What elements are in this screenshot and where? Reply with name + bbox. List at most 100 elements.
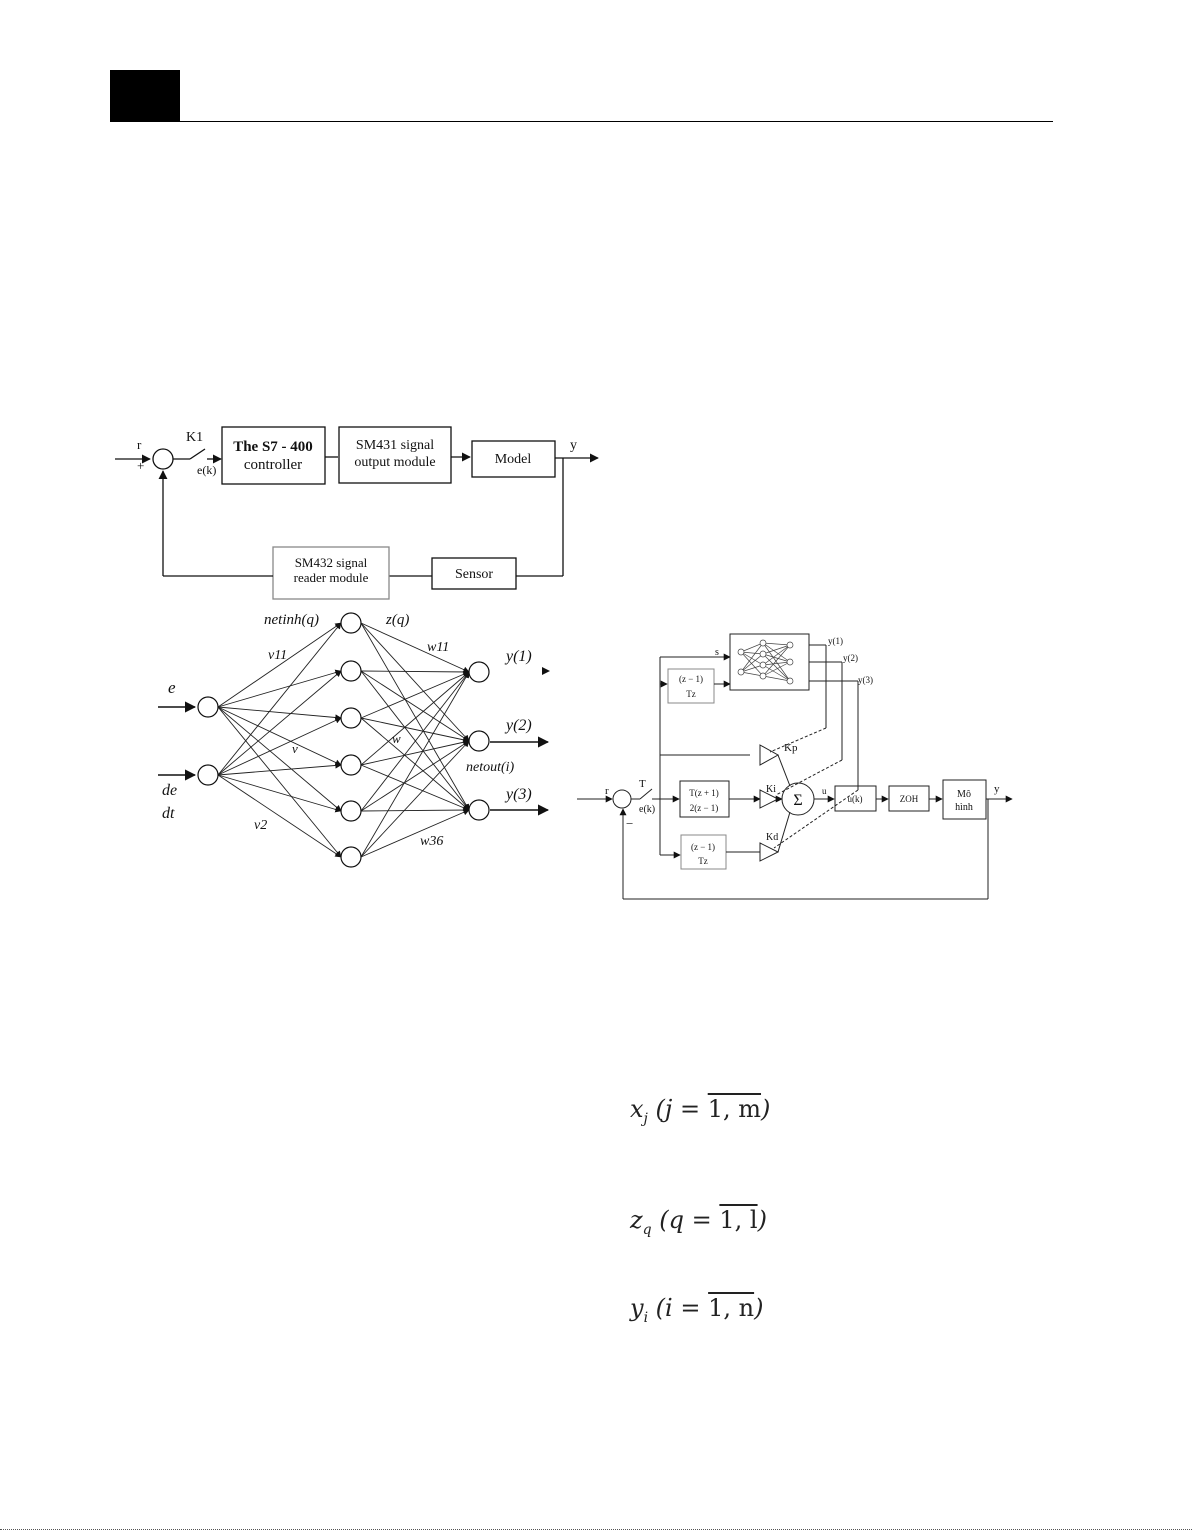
fig2-nodes [197,612,490,868]
nn-mini-connection [762,675,791,682]
nn-connection [360,671,470,719]
nn-connection [360,740,470,858]
fig1-sensor-label: Sensor [455,567,493,582]
fig2-labels: e de dt netinh(q) z(q) v11 v v2 w11 w w3… [162,612,532,849]
nn-connection [360,717,470,743]
nn-connection [217,762,342,776]
nn-connection [360,809,470,858]
fig3-diff-bottom-den: Tz [698,856,708,866]
fig3-u-label: u [822,786,827,796]
nn-mini-node [759,672,767,680]
nn-connection [360,670,470,811]
fig1-switch-label: K1 [186,430,203,445]
fig3-ki-gain [759,789,780,809]
fig3-block-diagram [577,633,1013,900]
nn-hidden-node [340,660,362,682]
fig1-output-module-block [338,426,452,484]
nn-connection [217,774,342,813]
fig3-plant-label: Mô [957,789,971,800]
equation-xj: xj (j = 1, m) [630,1095,771,1127]
nn-mini-connection [740,642,764,673]
fig3-integral-num: T(z + 1) [689,788,719,798]
fig2-netout-label: netout(i) [466,760,515,775]
fig1-reader-label-2: reader module [294,570,369,585]
nn-mini-connection [762,653,791,682]
nn-connection [217,774,342,858]
nn-hidden-node [340,846,362,868]
nn-mini-node [786,677,794,685]
equation-zq: zq (q = 1, l) [630,1206,767,1238]
fig1-model-label: Model [495,452,532,467]
fig3-kp-gain [759,744,780,766]
fig3-y1-label: y(1) [828,636,843,646]
fig1-controller-block [221,426,326,485]
fig2-y3-label: y(3) [504,786,532,803]
fig2-w36-label: w36 [420,834,443,849]
fig2-e-label: e [168,678,176,697]
nn-connection [360,671,470,812]
fig1-labels: r + K1 e(k) The S7 - 400 controller SM43… [137,430,577,585]
fig2-y1-label: y(1) [504,648,532,665]
page-bottom-rule [0,1529,1192,1530]
fig2-io-arrows [158,701,550,816]
fig2-zq-label: z(q) [385,612,409,628]
fig2-w11-label: w11 [427,640,449,655]
fig3-minus-label: − [626,816,633,831]
nn-mini-connection [740,664,764,673]
nn-mini-connection [740,653,764,673]
header-block [110,70,180,121]
fig3-y2-label: y(2) [843,653,858,663]
fig2-wi-label: w [392,731,401,746]
nn-connection [360,670,470,742]
nn-mini-connection [762,642,791,663]
fig1-y-label: y [570,438,577,453]
fig1-reader-label: SM432 signal [295,555,368,570]
nn-connection [217,706,342,721]
nn-hidden-node [340,754,362,776]
fig3-kp-label: Kp [784,742,798,754]
nn-output-node [468,730,490,752]
nn-connection [217,669,342,708]
nn-mini-node [786,658,794,666]
nn-mini-connection [762,642,791,682]
nn-mini-connection [762,644,791,655]
fig1-controller-label-2: controller [244,457,302,473]
fig1-output-label-2: output module [354,455,435,470]
fig1-plus-label: + [137,458,144,473]
fig3-kd-gain [759,842,780,862]
nn-connection [217,706,342,812]
fig2-y1-arrowhead [542,667,550,675]
nn-mini-connection [762,661,791,666]
fig3-r-label: r [605,785,609,797]
nn-mini-connection [762,642,791,646]
fig3-diff-top-den: Tz [686,689,696,699]
nn-connection [360,764,470,811]
nn-connection [217,622,342,708]
nn-mini-node [759,661,767,669]
fig1-block-diagram [115,426,599,600]
nn-connection [360,622,470,811]
fig1-r-label: r [137,437,142,452]
nn-connection [360,739,470,766]
fig2-v11-label: v11 [268,648,287,663]
nn-mini-connection [740,651,764,677]
fig3-y-label: y [994,783,1000,795]
nn-connection [360,740,470,812]
fig3-labels: r − T e(k) s (z − 1) Tz T(z + 1) 2(z − 1… [605,636,1000,866]
fig1-output-label: SM431 signal [356,438,434,453]
fig1-sensor-block [431,557,517,590]
nn-output-node [468,661,490,683]
nn-mini-node [786,641,794,649]
nn-hidden-node [340,707,362,729]
nn-mini-connection [740,671,764,677]
fig3-ek-label: e(k) [639,804,655,815]
fig3-sigma-label: Σ [793,792,802,809]
nn-mini-connection [762,653,791,663]
nn-connection [360,668,470,676]
fig3-T-label: T [639,778,646,790]
fig3-sum-junction [612,789,632,809]
fig2-y2-label: y(2) [504,717,532,734]
nn-input-node [197,696,219,718]
fig3-ki-label: Ki [766,784,776,795]
